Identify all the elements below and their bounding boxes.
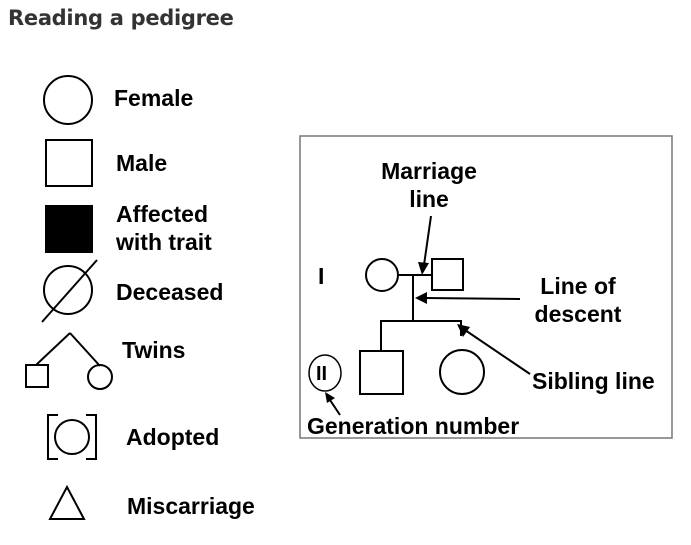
affected-symbol (45, 205, 93, 253)
female-symbol (43, 75, 93, 125)
deceased-symbol (41, 259, 98, 323)
generation-number-label: Generation number (307, 413, 520, 439)
miscarriage-symbol (48, 484, 86, 520)
pedigree-example (308, 258, 485, 395)
gen2-female (439, 349, 485, 395)
line-of-descent-label: Line of descent (534, 273, 622, 327)
female-label: Female (114, 85, 194, 111)
page-title: Reading a pedigree (8, 6, 234, 30)
sibling-line-label: Sibling line (532, 368, 655, 394)
adopted-symbol (47, 414, 97, 460)
gen1-female (365, 258, 399, 292)
deceased-label: Deceased (116, 279, 224, 305)
adopted-label: Adopted (126, 424, 220, 450)
twins-label: Twins (122, 337, 186, 363)
male-symbol (45, 139, 93, 187)
twins-symbol (25, 332, 113, 390)
gen1-male (431, 258, 464, 291)
sibling-line (380, 320, 462, 351)
gen2-male (359, 350, 404, 395)
generation-2-label: II (316, 363, 328, 385)
generation-1-label: I (318, 263, 325, 289)
marriage-line-label: Marriage line (381, 158, 477, 212)
generation-number-circle (308, 354, 342, 392)
miscarriage-label: Miscarriage (127, 493, 255, 519)
affected-label: Affected with trait (116, 201, 212, 255)
example-box (299, 135, 673, 439)
male-label: Male (116, 150, 168, 176)
arrows (325, 215, 531, 416)
